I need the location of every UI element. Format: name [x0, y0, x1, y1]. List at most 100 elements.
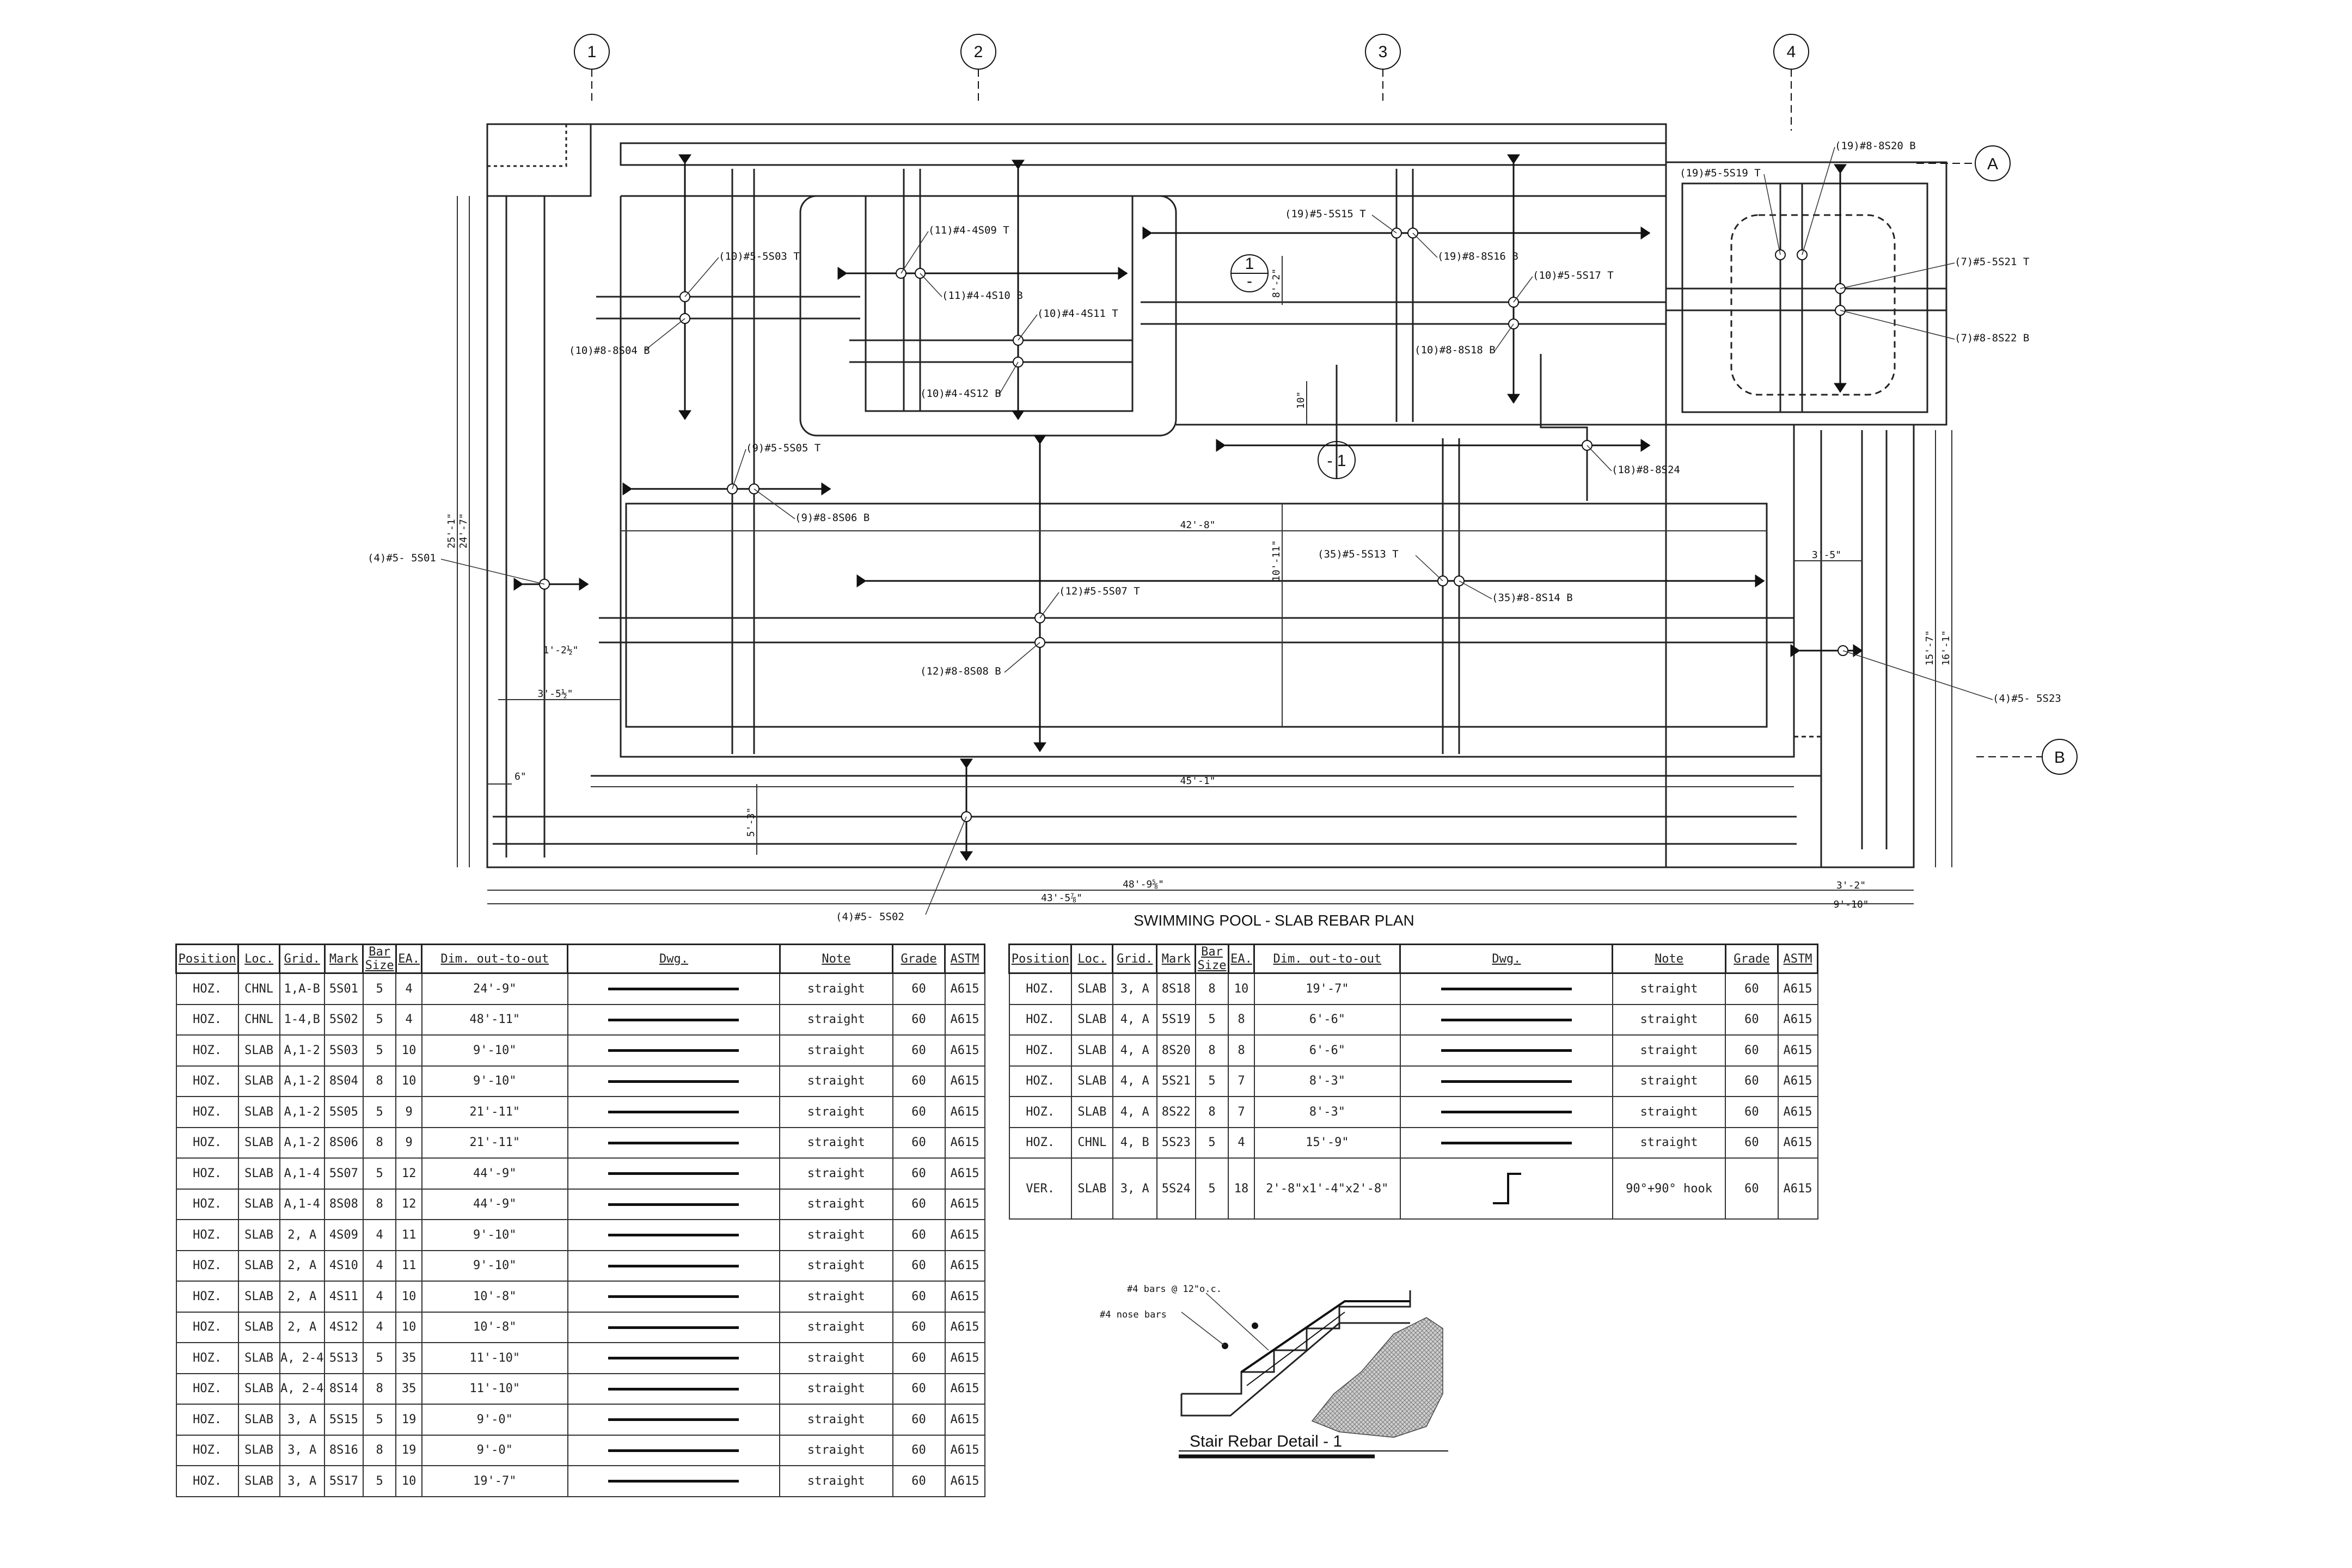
callout-8s18: (10)#8-8S18 B	[1414, 344, 1496, 356]
schedule-header-position: Position	[175, 944, 240, 974]
cell-astm: A615	[944, 1126, 985, 1159]
cell-grade: 60	[892, 1342, 946, 1374]
schedule-header-ea: EA.	[1227, 944, 1255, 974]
schedule-header-mark: Mark	[1156, 944, 1197, 974]
dim-15-7: 15'-7"	[1924, 630, 1935, 665]
cell-loc: SLAB	[237, 1096, 280, 1128]
schedule-header-grade: Grade	[892, 944, 946, 974]
cell-dim: 19'-7"	[1253, 972, 1401, 1005]
dim-16-1: 16'-1"	[1940, 630, 1952, 665]
cell-mark: 4S11	[324, 1281, 364, 1313]
callout-5s05: (9)#5-5S05 T	[746, 442, 820, 454]
cell-grade: 60	[1725, 1034, 1779, 1067]
cell-mark: 8S08	[324, 1188, 364, 1220]
cell-grid: 4, B	[1112, 1126, 1157, 1159]
cell-grade: 60	[892, 1373, 946, 1405]
cell-loc: SLAB	[237, 1250, 280, 1282]
cell-note: 90°+90° hook	[1612, 1157, 1726, 1220]
cell-note: straight	[779, 1281, 893, 1313]
cell-size: 5	[1195, 1003, 1229, 1036]
cell-ea: 12	[395, 1157, 422, 1190]
cell-note: straight	[779, 1465, 893, 1497]
schedule-header-dim: Dim. out-to-out	[421, 944, 569, 974]
callout-8s20: (19)#8-8S20 B	[1835, 140, 1916, 152]
cell-dim: 2'-8"x1'-4"x2'-8"	[1253, 1157, 1401, 1220]
cell-grid: 3, A	[1112, 1157, 1157, 1220]
cell-dim: 44'-9"	[421, 1157, 568, 1190]
cell-mark: 4S10	[324, 1250, 364, 1282]
cell-note: straight	[1612, 1065, 1726, 1097]
cell-size: 4	[362, 1219, 397, 1251]
cell-astm: A615	[944, 1096, 985, 1128]
cell-mark: 5S15	[324, 1404, 364, 1436]
cell-note: straight	[779, 1157, 893, 1190]
cell-size: 8	[362, 1065, 397, 1097]
cell-ea: 7	[1228, 1065, 1255, 1097]
cell-grade: 60	[892, 1465, 946, 1497]
cell-grade: 60	[892, 1157, 946, 1190]
stair-nose-bars-label: #4 nose bars	[1100, 1309, 1167, 1320]
cell-size: 8	[1195, 1034, 1229, 1067]
cell-mark: 8S06	[324, 1126, 364, 1159]
cell-loc: SLAB	[1070, 1096, 1113, 1128]
cell-dim: 9'-0"	[421, 1434, 568, 1466]
cell-dim: 11'-10"	[421, 1342, 568, 1374]
cell-note: straight	[1612, 972, 1726, 1005]
cell-mark: 5S19	[1156, 1003, 1196, 1036]
dim-3-2: 3'-2"	[1836, 880, 1866, 891]
cell-astm: A615	[944, 1465, 985, 1497]
cell-mark: 5S17	[324, 1465, 364, 1497]
cell-dim: 21'-11"	[421, 1126, 568, 1159]
cell-grade: 60	[892, 1065, 946, 1097]
grid-label-a: A	[1987, 155, 1998, 173]
cell-grade: 60	[1725, 972, 1779, 1005]
cell-size: 4	[362, 1281, 397, 1313]
cell-loc: SLAB	[237, 1434, 280, 1466]
grid-label-4: 4	[1787, 43, 1796, 61]
cell-dim: 21'-11"	[421, 1096, 568, 1128]
cell-grid: 4, A	[1112, 1034, 1157, 1067]
cell-mark: 4S12	[324, 1311, 364, 1343]
cell-astm: A615	[1777, 1126, 1818, 1159]
schedule-header-astm: ASTM	[944, 944, 985, 974]
cell-note: straight	[779, 1219, 893, 1251]
cell-ea: 4	[395, 1003, 422, 1036]
cell-dim: 44'-9"	[421, 1188, 568, 1220]
bar-shape-drawing	[567, 972, 781, 1005]
cell-size: 4	[362, 1311, 397, 1343]
cell-ea: 10	[395, 1281, 422, 1313]
section-marker-bottom: -	[1247, 272, 1252, 290]
cell-dim: 8'-3"	[1253, 1065, 1401, 1097]
cell-size: 5	[1195, 1126, 1229, 1159]
stair-detail-title: Stair Rebar Detail - 1	[1190, 1432, 1342, 1450]
callout-4s11: (10)#4-4S11 T	[1037, 308, 1118, 320]
callout-5s23: (4)#5- 5S23	[1993, 693, 2061, 705]
cell-size: 5	[362, 972, 397, 1005]
cell-astm: A615	[1777, 1034, 1818, 1067]
dim-8-2: 8'-2"	[1271, 268, 1282, 298]
cell-grade: 60	[1725, 1096, 1779, 1128]
cell-position: HOZ.	[175, 1404, 239, 1436]
cell-mark: 5S03	[324, 1034, 364, 1067]
cell-loc: SLAB	[237, 1281, 280, 1313]
cell-note: straight	[779, 1003, 893, 1036]
cell-loc: SLAB	[237, 1465, 280, 1497]
cell-note: straight	[779, 1311, 893, 1343]
cell-grade: 60	[892, 1219, 946, 1251]
cell-dim: 19'-7"	[421, 1465, 568, 1497]
cell-astm: A615	[944, 1404, 985, 1436]
cell-position: HOZ.	[175, 1096, 239, 1128]
cell-loc: SLAB	[237, 1034, 280, 1067]
cell-ea: 9	[395, 1126, 422, 1159]
callout-5s17: (10)#5-5S17 T	[1533, 270, 1614, 281]
